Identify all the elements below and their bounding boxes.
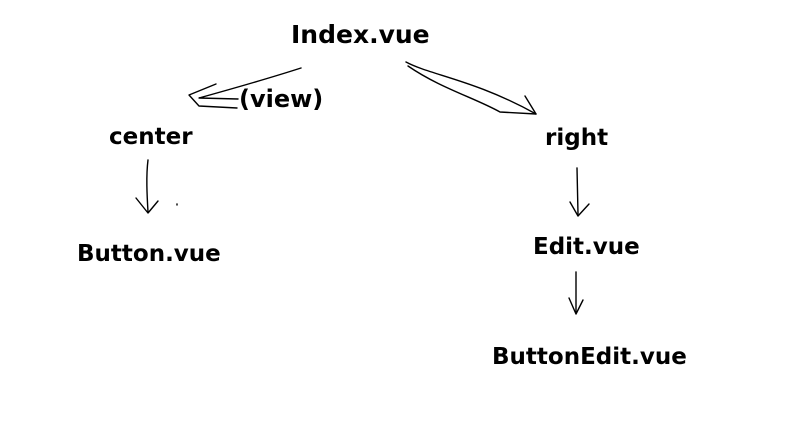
- node-center: center: [109, 124, 193, 150]
- node-edit-vue: Edit.vue: [533, 234, 640, 260]
- node-button-vue: Button.vue: [77, 241, 221, 267]
- arrow-index-to-right: [405, 61, 537, 115]
- arrow-index-to-center: [188, 67, 302, 109]
- node-right: right: [545, 125, 609, 151]
- node-button-edit-vue: ButtonEdit.vue: [492, 344, 687, 370]
- edge-label-view: (view): [239, 85, 324, 113]
- arrow-center-to-button: [135, 159, 178, 214]
- arrow-right-to-edit: [569, 167, 590, 217]
- node-index-vue: Index.vue: [291, 20, 430, 49]
- arrow-edit-to-buttonedit: [568, 271, 584, 315]
